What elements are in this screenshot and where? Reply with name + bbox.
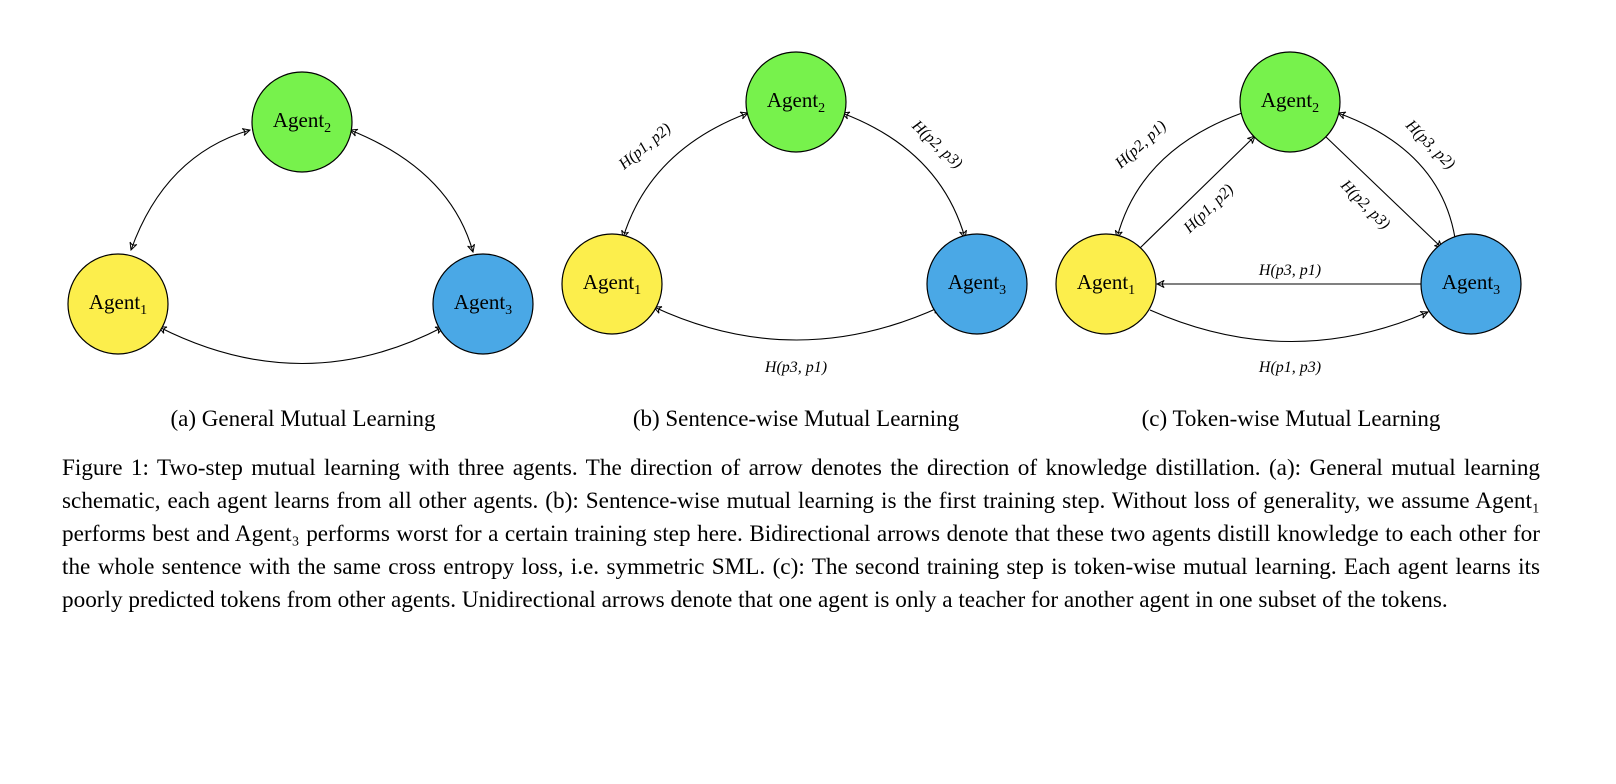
edge-a-1-3 [159,327,443,365]
edge-b-2-3 [842,113,965,238]
caption-line: Figure 1: Two-step mutual learning with … [62,455,1148,481]
svg-text:Agent2: Agent2 [273,108,331,136]
agent-circle [745,51,847,153]
edge-a-1-2 [131,130,250,250]
node-b-agent1: Agent1 [561,233,663,335]
edge-c-1-3 [1149,309,1428,343]
agent-circle [432,253,534,355]
agent-circle [561,233,663,335]
edge-c-1-2 [1139,136,1255,249]
caption-line: mutual learning is the first training st… [62,488,1540,547]
svg-text:Agent3: Agent3 [1442,270,1500,298]
subcaption-b: (b) Sentence-wise Mutual Learning [633,406,960,431]
agent-circle [1239,51,1341,153]
node-c-agent2: Agent2 [1239,51,1341,153]
node-a-agent3: Agent3 [432,253,534,355]
edge-label-b-23: H(p2, p3) [908,117,966,173]
agent-circle [67,253,169,355]
caption-line: step is token-wise mutual learning. Each… [62,554,1541,613]
svg-text:Agent3: Agent3 [948,270,1006,298]
edge-label-c-21: H(p2, p1) [1111,118,1169,173]
caption-line: distillation. (a): General mutual learni… [62,455,1541,514]
edge-label-c-12: H(p1, p2) [1180,181,1237,237]
caption-line: performs worst for a certain training st… [306,521,1379,547]
edge-label-c-31: H(p3, p1) [1258,262,1321,279]
node-a-agent2: Agent2 [251,71,353,173]
agent-circle [926,233,1028,335]
caption-line: arrows denote that one agent is only a t… [601,587,1448,613]
svg-text:Agent3: Agent3 [454,290,512,318]
node-b-agent3: Agent3 [926,233,1028,335]
panel-c [1117,112,1456,343]
edge-b-1-3 [654,307,940,341]
agent-circle [1055,233,1157,335]
node-c-agent3: Agent3 [1420,233,1522,335]
edge-b-1-2 [623,113,748,238]
svg-text:Agent2: Agent2 [767,88,825,116]
figure-caption: Figure 1: Two-step mutual learning with … [62,452,1540,617]
caption-line: to each other for the whole sentence wit… [62,521,1541,580]
svg-text:Agent1: Agent1 [583,270,641,298]
edge-label-b-31: H(p3, p1) [764,359,827,376]
node-b-agent2: Agent2 [745,51,847,153]
subcaption-c: (c) Token-wise Mutual Learning [1142,406,1441,431]
svg-text:Agent1: Agent1 [1077,270,1135,298]
edge-label-c-32: H(p3, p2) [1401,116,1458,173]
edge-a-2-3 [350,130,473,252]
edge-c-3-2 [1338,113,1456,239]
panel-b [623,113,965,341]
svg-text:Agent1: Agent1 [89,290,147,318]
agent-circle [1420,233,1522,335]
edge-c-2-1 [1117,112,1243,238]
edge-label-c-13: H(p1, p3) [1258,359,1321,376]
svg-text:Agent2: Agent2 [1261,88,1319,116]
figure-diagram: Agent2 Agent1 Agent3 (a) General Mutual … [67,51,1522,431]
edge-c-2-3 [1324,135,1442,248]
panel-a [131,130,473,365]
node-c-agent1: Agent1 [1055,233,1157,335]
edge-label-c-23: H(p2, p3) [1336,176,1393,233]
subcaption-a: (a) General Mutual Learning [170,406,436,431]
node-a-agent1: Agent1 [67,253,169,355]
agent-circle [251,71,353,173]
